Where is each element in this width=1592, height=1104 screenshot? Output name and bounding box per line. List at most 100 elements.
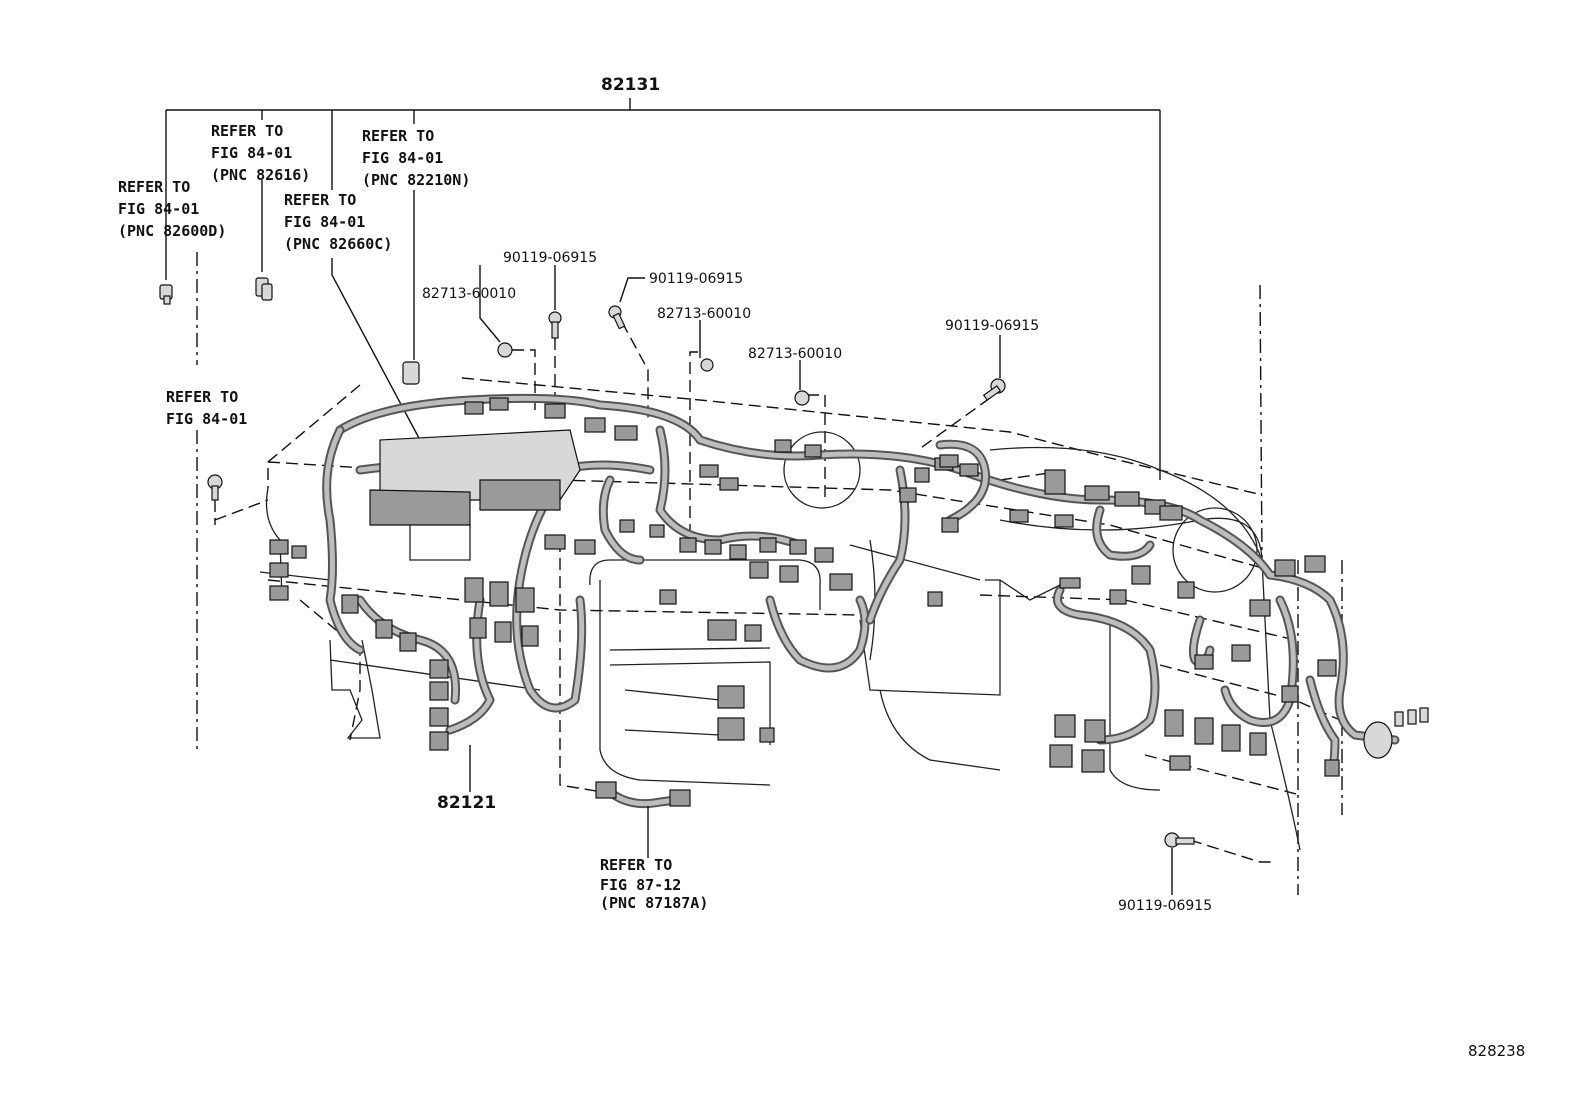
connectors xyxy=(269,397,1340,777)
connector xyxy=(659,589,677,605)
connector xyxy=(774,439,792,453)
connector xyxy=(707,619,737,641)
connector xyxy=(699,464,719,478)
ref-line: REFER TO xyxy=(166,388,238,406)
connector xyxy=(814,547,834,563)
connector xyxy=(521,625,539,647)
connector xyxy=(1194,717,1214,745)
connector xyxy=(941,517,959,533)
fasteners xyxy=(159,277,1429,848)
ref-line: (PNC 82660C) xyxy=(284,235,392,253)
connector xyxy=(1177,581,1195,599)
connector xyxy=(717,685,745,709)
connector xyxy=(269,585,289,601)
connector xyxy=(464,401,484,415)
ref-line: (PNC 82210N) xyxy=(362,171,470,189)
ref-line: FIG 84-01 xyxy=(211,144,292,162)
connector xyxy=(759,727,775,743)
connector xyxy=(515,587,535,613)
ref-line: FIG 84-01 xyxy=(284,213,365,231)
connector xyxy=(489,397,509,411)
connector xyxy=(269,539,289,555)
connector xyxy=(1194,654,1214,670)
connector xyxy=(1304,555,1326,573)
ref-line: (PNC 82616) xyxy=(211,166,310,184)
connector xyxy=(1169,755,1191,771)
connector xyxy=(269,562,289,578)
connector xyxy=(1084,719,1106,743)
ref-line: REFER TO xyxy=(284,191,356,209)
connector xyxy=(341,594,359,614)
connector xyxy=(429,659,449,679)
connector xyxy=(1281,685,1299,703)
connector xyxy=(429,707,449,727)
ref-line: REFER TO xyxy=(211,122,283,140)
callout-clip-82713: 82713-60010 xyxy=(422,286,516,302)
connector xyxy=(779,565,799,583)
ref-line: FIG 84-01 xyxy=(362,149,443,167)
connector xyxy=(1054,714,1076,738)
connector xyxy=(1054,514,1074,528)
connector xyxy=(679,537,697,553)
connector xyxy=(804,444,822,458)
connector xyxy=(1324,759,1340,777)
connector xyxy=(927,591,943,607)
connector xyxy=(619,519,635,533)
connector xyxy=(1049,744,1073,768)
connector xyxy=(399,632,417,652)
callout-82121: 82121 xyxy=(437,793,496,813)
connector xyxy=(1249,599,1271,617)
connector xyxy=(704,539,722,555)
callout-bolt-90119: 90119-06915 xyxy=(649,271,743,287)
connector xyxy=(1221,724,1241,752)
connector xyxy=(914,467,930,483)
connector xyxy=(1159,505,1183,521)
connector xyxy=(489,581,509,607)
connector xyxy=(1081,749,1105,773)
instrument-panel-outline xyxy=(214,321,1341,863)
ref-line: FIG 84-01 xyxy=(166,410,247,428)
connector xyxy=(469,617,487,639)
callout-ref-fig8401: REFER TO FIG 84-01 xyxy=(166,388,247,428)
callout-ref-87187A: REFER TO FIG 87-12 (PNC 87187A) xyxy=(600,856,708,912)
connector xyxy=(719,477,739,491)
callout-labels: 82131 82121 REFER TO FIG 84-01 (PNC 8261… xyxy=(118,75,1212,914)
connector xyxy=(729,544,747,560)
connector xyxy=(1317,659,1337,677)
connector xyxy=(899,487,917,503)
connector xyxy=(429,731,449,751)
connector xyxy=(1164,709,1184,737)
callout-clip-82713: 82713-60010 xyxy=(748,346,842,362)
connector xyxy=(1044,469,1066,495)
connector xyxy=(375,619,393,639)
connector xyxy=(829,573,853,591)
connector xyxy=(614,425,638,441)
ref-line: FIG 84-01 xyxy=(118,200,199,218)
connector xyxy=(1231,644,1251,662)
connector xyxy=(574,539,596,555)
callout-bolt-90119: 90119-06915 xyxy=(503,250,597,266)
connector xyxy=(789,539,807,555)
callout-82131: 82131 xyxy=(601,75,660,95)
connector xyxy=(1131,565,1151,585)
connector xyxy=(959,463,979,477)
connector xyxy=(1009,509,1029,523)
ref-line: (PNC 82600D) xyxy=(118,222,226,240)
connector xyxy=(544,403,566,419)
ref-line: (PNC 87187A) xyxy=(600,894,708,912)
ref-line: REFER TO xyxy=(600,856,672,874)
connector xyxy=(1109,589,1127,605)
callout-leaders xyxy=(469,265,1173,895)
connector xyxy=(759,537,777,553)
connector xyxy=(1114,491,1140,507)
connector xyxy=(649,524,665,538)
connector xyxy=(291,545,307,559)
callout-ref-82210N: REFER TO FIG 84-01 (PNC 82210N) xyxy=(362,127,470,189)
connector xyxy=(464,577,484,603)
connector xyxy=(584,417,606,433)
connector xyxy=(1249,732,1267,756)
callout-ref-82600D: REFER TO FIG 84-01 (PNC 82600D) xyxy=(118,178,226,240)
callout-bolt-90119: 90119-06915 xyxy=(945,318,1039,334)
